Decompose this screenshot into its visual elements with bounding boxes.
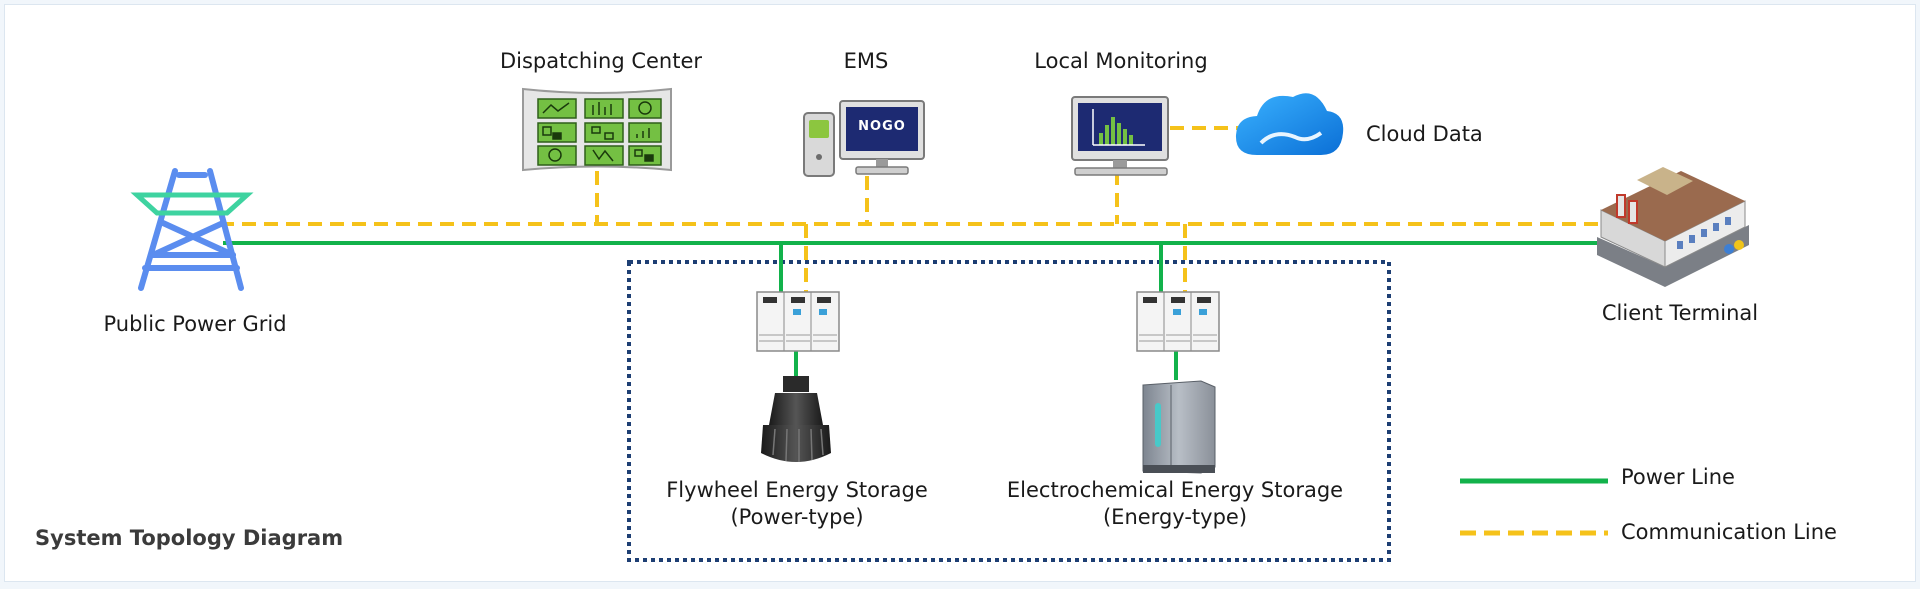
communication-lines [220, 126, 1599, 292]
flywheel-type-label: (Power-type) [730, 505, 864, 529]
converter-cabinet-icon [756, 291, 840, 352]
legend-power-line-label: Power Line [1621, 465, 1735, 489]
local-monitoring-label: Local Monitoring [1034, 49, 1208, 73]
converter-cabinet-icon [1136, 291, 1220, 352]
ems-brand-label: NOGO [858, 119, 906, 134]
cloud-icon [1235, 93, 1344, 155]
dispatching-center-label: Dispatching Center [499, 49, 703, 73]
computer-icon [803, 100, 925, 177]
cloud-data-label: Cloud Data [1366, 122, 1483, 146]
topology-diagram [130, 87, 1749, 562]
electrochemical-type-label: (Energy-type) [1102, 505, 1248, 529]
battery-cabinet-icon [1142, 380, 1216, 474]
electrochemical-storage-label: Electrochemical Energy Storage [1006, 478, 1344, 502]
factory-icon [1597, 167, 1749, 287]
monitor-chart-icon [1071, 96, 1169, 176]
dashboard-wall-icon [522, 87, 672, 172]
diagram-title: System Topology Diagram [35, 526, 344, 550]
flywheel-icon [761, 376, 831, 462]
topology-canvas: NOGO Dispatching Center EMS Local Monito… [4, 4, 1916, 582]
storage-boundary [627, 260, 1391, 562]
client-terminal-label: Client Terminal [1601, 301, 1759, 325]
power-lines [223, 241, 1599, 380]
transmission-tower-icon [130, 168, 254, 291]
ems-label: EMS [843, 49, 889, 73]
legend-communication-line-label: Communication Line [1621, 520, 1837, 544]
public-grid-label: Public Power Grid [103, 312, 287, 336]
flywheel-storage-label: Flywheel Energy Storage [666, 478, 928, 502]
